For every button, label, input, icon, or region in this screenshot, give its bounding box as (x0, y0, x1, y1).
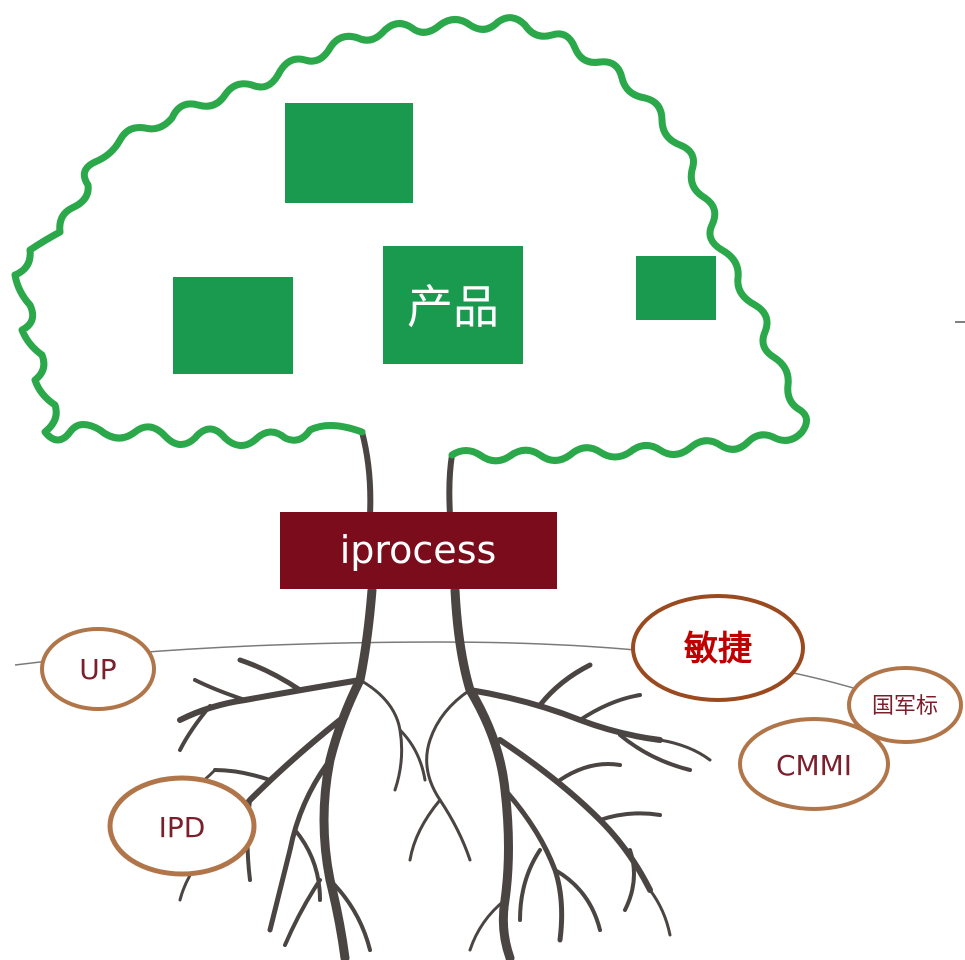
product-box-center (383, 246, 523, 364)
root-main-right (450, 585, 515, 960)
oval-agile-label: 敏捷 (684, 629, 752, 669)
product-box-right (636, 256, 716, 320)
oval-military-label: 国军标 (872, 694, 938, 719)
trunk (359, 429, 455, 518)
process-label: iprocess (340, 528, 497, 572)
oval-ipd: IPD (107, 775, 257, 877)
product-label: 产品 (407, 280, 499, 334)
product-box-top (285, 103, 413, 203)
oval-up: UP (40, 627, 156, 711)
oval-cmmi: CMMI (738, 717, 890, 811)
oval-up-label: UP (79, 653, 116, 686)
tree-canopy-outline (11, 14, 810, 465)
oval-ipd-label: IPD (159, 811, 206, 844)
oval-military: 国军标 (847, 666, 963, 744)
trunk-left (359, 429, 374, 518)
oval-cmmi-label: CMMI (776, 749, 852, 782)
oval-agile: 敏捷 (631, 594, 805, 702)
trunk-right (446, 452, 455, 518)
process-bar (280, 512, 557, 589)
product-box-left (173, 277, 293, 374)
